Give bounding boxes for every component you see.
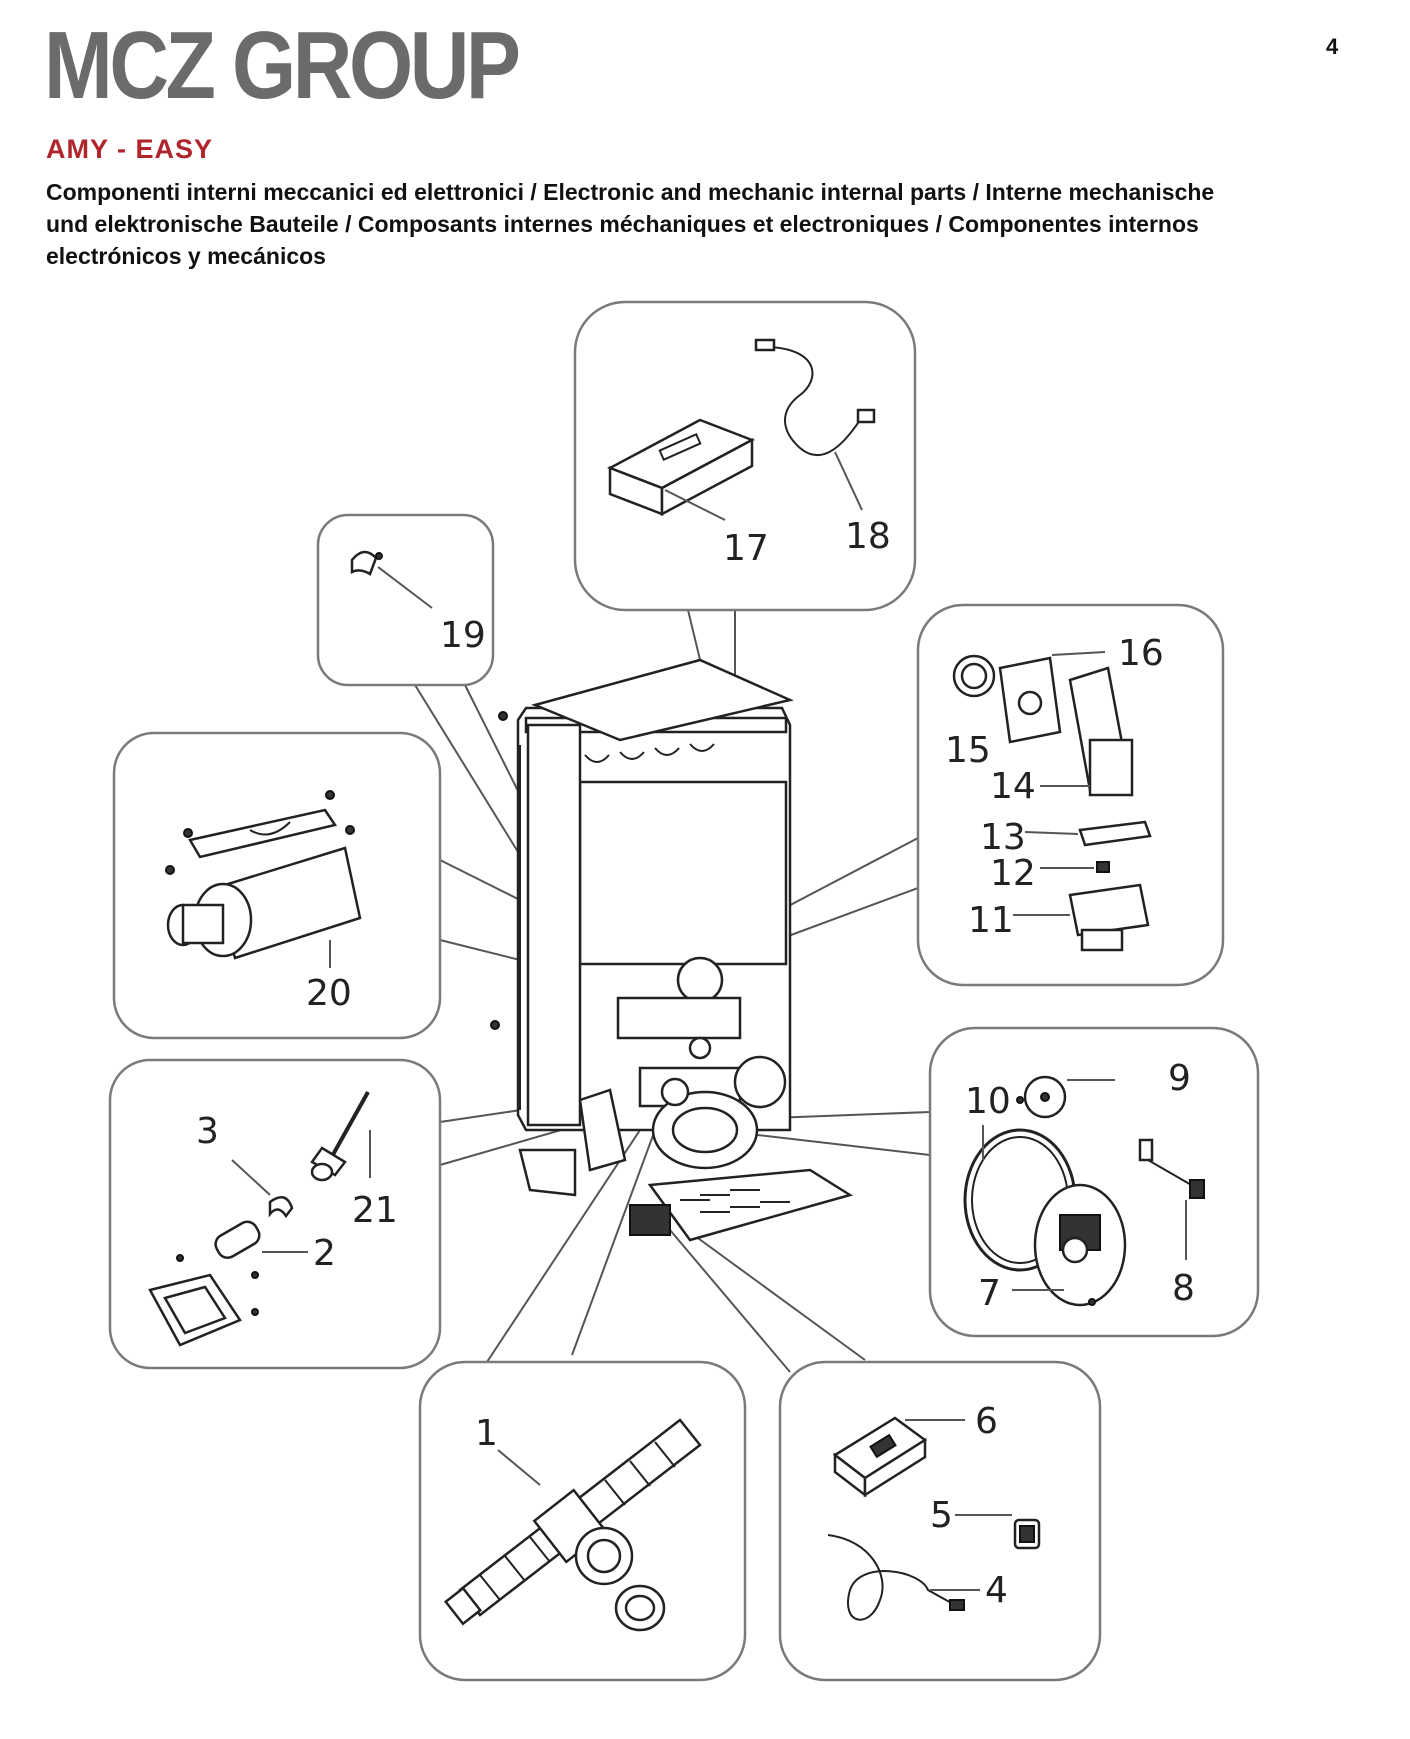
- box-7-10: 9 10 8 7: [928, 1026, 1260, 1338]
- box-20: 20: [112, 731, 442, 1040]
- model-title: AMY - EASY: [46, 134, 214, 164]
- box-11-16: 16 15 14 13 12 11: [916, 603, 1225, 987]
- callout-11: 11: [968, 900, 1014, 941]
- callout-18: 18: [845, 516, 891, 557]
- callout-4: 4: [985, 1570, 1008, 1611]
- callout-6: 6: [975, 1401, 998, 1442]
- box-17-18: 17 18: [573, 300, 917, 612]
- page-number: 4: [1326, 34, 1339, 59]
- page-description: Componenti interni meccanici ed elettron…: [46, 179, 1215, 269]
- callout-5: 5: [930, 1495, 953, 1536]
- brand-logo: MCZ GROUP: [44, 12, 521, 119]
- box-19: 19: [316, 513, 495, 687]
- callout-2: 2: [313, 1233, 336, 1274]
- callout-7: 7: [978, 1273, 1001, 1314]
- box-2-3-21: 3 21 2: [108, 1058, 442, 1370]
- callout-12: 12: [990, 853, 1036, 894]
- callout-13: 13: [980, 817, 1026, 858]
- callout-16: 16: [1118, 633, 1164, 674]
- callout-1: 1: [475, 1413, 498, 1454]
- stove-body: [490, 658, 854, 1242]
- callout-3: 3: [196, 1111, 219, 1152]
- callout-10: 10: [965, 1081, 1011, 1122]
- callout-17: 17: [723, 528, 769, 569]
- callout-8: 8: [1172, 1268, 1195, 1309]
- callout-15: 15: [945, 730, 991, 771]
- box-1: 1: [418, 1360, 747, 1682]
- callout-20: 20: [306, 973, 352, 1014]
- callout-9: 9: [1168, 1058, 1191, 1099]
- box-4-5-6: 6 5 4: [778, 1360, 1102, 1682]
- callout-19: 19: [440, 615, 486, 656]
- callout-14: 14: [990, 766, 1036, 807]
- callout-21: 21: [352, 1190, 398, 1231]
